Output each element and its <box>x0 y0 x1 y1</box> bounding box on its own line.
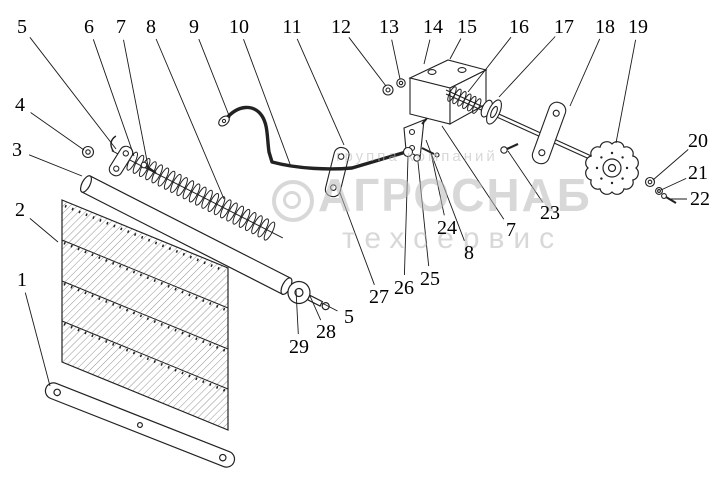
callout-7: 7 <box>116 16 126 38</box>
callout-6: 6 <box>84 16 94 38</box>
callout-16: 16 <box>509 16 529 38</box>
mounting-bracket-left <box>108 145 157 177</box>
callout-2: 2 <box>15 199 25 221</box>
callout-3: 3 <box>12 139 22 161</box>
clevis-pin-parts <box>402 146 440 162</box>
callout-19: 19 <box>628 16 648 38</box>
leader-lines <box>24 36 689 387</box>
spring-bracket <box>408 59 488 125</box>
flange-bushing <box>480 99 502 125</box>
callout-12: 12 <box>331 16 351 38</box>
callout-8: 8 <box>146 16 156 38</box>
washer-12 <box>382 84 394 96</box>
callout-10: 10 <box>229 16 249 38</box>
callout-8: 8 <box>464 242 474 264</box>
callout-13: 13 <box>379 16 399 38</box>
control-rod <box>218 105 408 171</box>
callout-27: 27 <box>369 286 389 308</box>
callout-4: 4 <box>15 94 25 116</box>
callout-26: 26 <box>394 277 414 299</box>
callout-5: 5 <box>344 306 354 328</box>
callout-24: 24 <box>437 217 457 239</box>
callout-9: 9 <box>189 16 199 38</box>
callout-28: 28 <box>316 321 336 343</box>
bolt-23 <box>500 142 519 154</box>
callout-21: 21 <box>688 162 708 184</box>
callout-25: 25 <box>420 268 440 290</box>
callout-14: 14 <box>423 16 443 38</box>
link-plate <box>531 101 567 165</box>
callout-29: 29 <box>289 336 309 358</box>
callout-7: 7 <box>506 219 516 241</box>
callout-22: 22 <box>690 188 710 210</box>
callout-1: 1 <box>17 269 27 291</box>
callout-23: 23 <box>540 202 560 224</box>
callout-15: 15 <box>457 16 477 38</box>
star-knob <box>585 141 639 195</box>
callout-18: 18 <box>595 16 615 38</box>
callout-5: 5 <box>17 16 27 38</box>
roller-tube <box>79 175 330 311</box>
fastener-set <box>644 176 677 204</box>
callout-17: 17 <box>554 16 574 38</box>
shaft <box>445 89 599 163</box>
bottom-strip <box>44 382 236 468</box>
washer-4 <box>81 145 95 159</box>
washer-13 <box>396 78 406 88</box>
curtain-panel <box>61 199 229 431</box>
callout-20: 20 <box>688 130 708 152</box>
callout-11: 11 <box>282 16 302 38</box>
